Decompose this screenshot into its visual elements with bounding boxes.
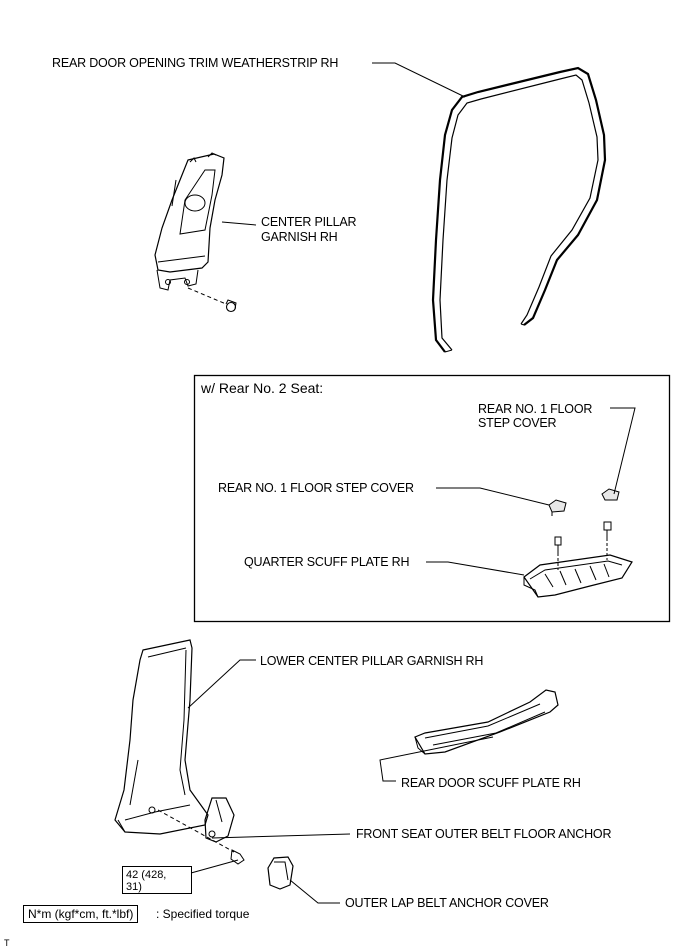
clip-guide-line: [187, 287, 227, 305]
anchor-bolt-guide: [157, 809, 235, 853]
center-pillar-garnish-part: [154, 152, 225, 291]
lower-center-pillar-label: LOWER CENTER PILLAR GARNISH RH: [260, 654, 484, 668]
inset-bolt-left: [554, 536, 562, 570]
torque-value-line1: 42 (428,: [126, 869, 167, 881]
anchor-bolt-part: [230, 849, 245, 865]
floor-step-cover-right-label-line1: REAR NO. 1 FLOOR: [478, 402, 593, 416]
inset-title: w/ Rear No. 2 Seat:: [201, 380, 324, 396]
torque-value-line2: 31): [126, 881, 142, 893]
belt-floor-anchor-part: [204, 797, 235, 843]
leader-lines: [187, 62, 636, 904]
floor-step-cover-left-part: [548, 499, 567, 516]
corner-mark: T: [4, 938, 10, 948]
clip-part: [225, 299, 237, 313]
lower-center-pillar-garnish-part: [114, 639, 209, 835]
floor-step-cover-right-label-line2: STEP COVER: [478, 416, 557, 430]
floor-step-cover-right-part: [601, 488, 620, 501]
inset-frame: [193, 374, 671, 623]
inset-bolt-right: [603, 521, 612, 560]
quarter-scuff-plate-label: QUARTER SCUFF PLATE RH: [244, 555, 410, 569]
weatherstrip-label: REAR DOOR OPENING TRIM WEATHERSTRIP RH: [52, 56, 339, 70]
torque-value-box: 42 (428, 31): [122, 866, 192, 894]
weatherstrip-part: [431, 66, 607, 353]
center-pillar-label-line2: GARNISH RH: [261, 230, 338, 244]
floor-step-cover-left-label: REAR NO. 1 FLOOR STEP COVER: [218, 481, 414, 495]
belt-floor-anchor-label: FRONT SEAT OUTER BELT FLOOR ANCHOR: [356, 827, 612, 841]
torque-legend-description: : Specified torque: [156, 907, 250, 921]
rear-door-scuff-plate-label: REAR DOOR SCUFF PLATE RH: [401, 776, 581, 790]
lap-belt-anchor-cover-part: [267, 856, 294, 890]
rear-door-scuff-plate-part: [414, 689, 559, 755]
center-pillar-label-line1: CENTER PILLAR: [261, 215, 357, 229]
lap-belt-anchor-cover-label: OUTER LAP BELT ANCHOR COVER: [345, 896, 549, 910]
quarter-scuff-plate-part: [523, 554, 633, 598]
torque-legend-box: N*m (kgf*cm, ft.*lbf): [23, 905, 139, 923]
